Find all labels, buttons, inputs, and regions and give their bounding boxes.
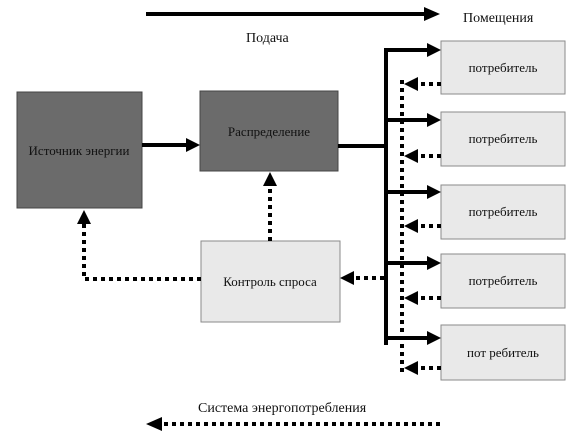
rooms-label: Помещения [463,11,534,26]
distribution-label: Распределение [228,124,310,139]
supply-legend: Подача [146,7,440,46]
supply-arrow-2 [386,113,441,127]
supply-arrow-4 [386,256,441,270]
return-arrow-3 [404,219,441,233]
consumer-label: потребитель [469,131,538,146]
distribution-block: Распределение [199,90,339,172]
consumer-1: потребитель [440,40,566,95]
demand-control-to-source-arrow [77,210,201,281]
consumer-label: пот ребитель [467,345,539,360]
return-arrow-5 [404,361,441,375]
consumer-box [440,40,566,95]
supply-arrow-3 [386,185,441,199]
energy-source-block: Источник энергии [16,91,143,209]
consumer-box [440,184,566,240]
energy-source-box [16,91,143,209]
consumer-box [440,111,566,167]
source-to-distribution-arrow [142,138,200,152]
consumer-label: потребитель [469,204,538,219]
consumer-box [440,324,566,381]
bus-to-demand-control-arrow [340,271,384,285]
consumer-3: потребитель [440,184,566,240]
return-arrow-1 [404,77,441,91]
supply-arrow-1 [386,43,441,57]
demand-control-to-distribution-arrow [263,172,277,241]
consumption-legend-arrow-head [146,417,162,431]
consumer-4: потребитель [440,253,566,309]
consumer-2: потребитель [440,111,566,167]
consumer-label: потребитель [469,60,538,75]
consumer-box [440,253,566,309]
consumption-legend: Система энергопотребления [146,401,440,431]
return-arrow-2 [404,149,441,163]
supply-legend-label: Подача [246,31,290,46]
consumer-5: пот ребитель [440,324,566,381]
consumption-legend-label: Система энергопотребления [198,401,367,416]
consumer-label: потребитель [469,273,538,288]
return-arrow-4 [404,291,441,305]
demand-control-block: Контроль спроса [200,240,341,323]
supply-arrow-5 [386,331,441,345]
distribution-box [199,90,339,172]
energy-source-label: Источник энергии [29,143,130,158]
supply-legend-arrow-head [424,7,440,21]
demand-control-label: Контроль спроса [223,274,317,289]
